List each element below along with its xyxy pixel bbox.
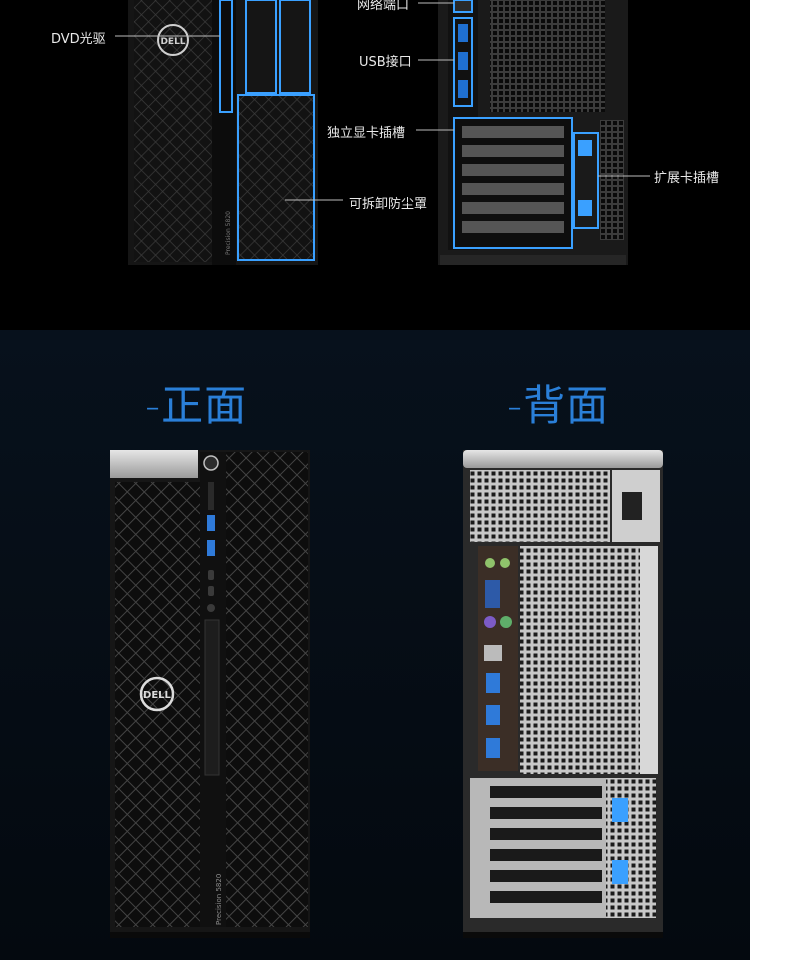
front-tower: DELL Precision 5820 [110, 450, 310, 938]
front-back-views-panel: -正面 -背面 [0, 330, 750, 960]
back-tower [463, 450, 663, 938]
callout-usb: USB接口 [359, 55, 412, 70]
dell-logo-icon [139, 676, 175, 712]
callout-removable-cover: 可拆卸防尘罩 [349, 197, 428, 212]
callout-gpu-slot: 独立显卡插槽 [327, 126, 406, 141]
front-view-heading: -正面 [145, 381, 248, 430]
annotated-detail-panel: DELL Precision 5820 [0, 0, 750, 330]
power-button-icon [203, 455, 219, 471]
svg-text:DELL: DELL [143, 690, 172, 701]
svg-text:Precision 5820: Precision 5820 [215, 874, 223, 925]
svg-text:DELL: DELL [160, 37, 185, 47]
svg-text:Precision 5820: Precision 5820 [225, 211, 232, 255]
callout-network: 网络端口 [357, 0, 410, 13]
annotated-detail-illustration: DELL Precision 5820 [115, 0, 650, 265]
front-tower-detail: DELL Precision 5820 [128, 0, 318, 265]
back-tower-detail [438, 0, 628, 265]
usb-port-icon [207, 540, 215, 556]
callout-expansion-slot: 扩展卡插槽 [654, 171, 720, 186]
tower-views-illustration: DELL Precision 5820 [110, 450, 663, 938]
dell-logo-icon [157, 24, 189, 56]
usb-port-icon [207, 515, 215, 531]
callout-dvd: DVD光驱 [51, 32, 106, 47]
back-view-heading: -背面 [507, 381, 610, 430]
